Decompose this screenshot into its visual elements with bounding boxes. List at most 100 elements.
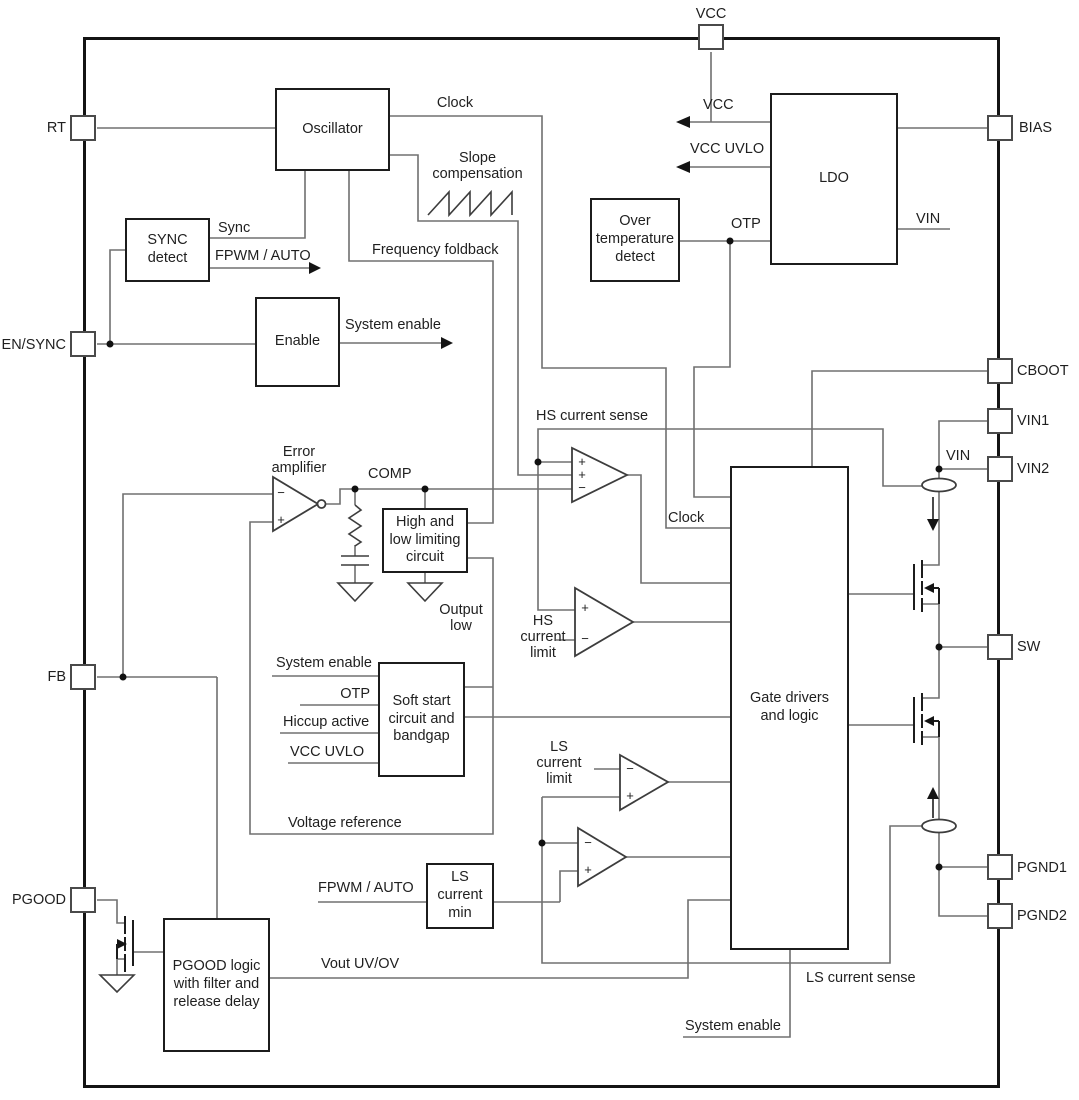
wire-label-sync: Sync [218,220,251,236]
ls-current-limit-comparator-icon [619,753,670,812]
wire-label-hs-current-limit: HS current limit [520,613,566,662]
wire-label-slope-compensation: Slope compensation [432,150,523,183]
pin-vin1 [987,408,1013,434]
pin-label-pgnd1: PGND1 [1017,860,1067,876]
pwm-comp-plus1-sign: + [578,454,586,469]
block-gate-drivers: Gate drivers and logic [730,466,849,950]
wire-label-voltage-reference: Voltage reference [288,815,402,831]
pin-vin2 [987,456,1013,482]
ls-current-sense-ellipse-icon [921,818,957,834]
wire-label-system-enable-mid: System enable [276,655,372,671]
wire-label-otp-mid: OTP [340,686,370,702]
block-enable: Enable [255,297,340,387]
vcc-arrow-icon [676,116,690,128]
hs-current-limit-comparator-icon [574,586,635,658]
pin-pgnd2 [987,903,1013,929]
wire-label-hiccup-active: Hiccup active [283,714,370,730]
zero-cross-comparator-icon [577,826,628,888]
junction-dots [106,237,943,871]
wire-label-frequency-foldback: Frequency foldback [372,242,499,258]
pin-fb [70,664,96,690]
pgood-mosfet-icon [116,916,134,972]
error-amplifier-output-node [316,499,327,509]
chip-boundary [83,37,1000,1088]
pin-cboot [987,358,1013,384]
pin-label-en-sync: EN/SYNC [1,337,66,353]
hs-mosfet-icon [913,560,940,612]
block-high-low-limiting: High and low limiting circuit [382,508,468,573]
block-ls-current-min: LS current min [426,863,494,929]
wire-label-vcc-uvlo: VCC UVLO [690,141,765,157]
current-direction-arrows [927,497,939,818]
resistor-icon [347,504,363,547]
wire-label-error-amplifier: Error amplifier [271,444,327,477]
zero-cross-minus-sign: − [584,835,592,850]
wire-label-ls-current-sense: LS current sense [806,970,916,986]
block-ldo: LDO [770,93,898,265]
wire-label-comp: COMP [368,466,412,482]
fpwm-auto-arrow-icon [309,262,321,274]
pin-label-cboot: CBOOT [1017,363,1069,379]
sawtooth-waveform-icon [427,189,513,218]
wire-label-vin-sw: VIN [946,448,971,464]
pin-label-bias: BIAS [1019,120,1053,136]
wire-label-hs-current-sense: HS current sense [536,408,649,424]
pin-pgnd1 [987,854,1013,880]
ground-icon [336,582,374,603]
wire-label-vin-ldo: VIN [916,211,941,227]
pin-en-sync [70,331,96,357]
block-sync-detect: SYNC detect [125,218,210,282]
block-oscillator: Oscillator [275,88,390,171]
current-down-arrow-icon [927,497,939,531]
error-amp-plus-sign: + [277,512,285,527]
pin-label-vin1: VIN1 [1017,413,1050,429]
capacitor-icon [341,555,369,566]
wire-label-ls-current-limit: LS current limit [536,739,582,788]
error-amp-minus-sign: − [277,485,285,500]
wire-label-otp-top: OTP [731,216,761,232]
ls-limit-minus-sign: − [626,761,634,776]
pwm-comparator-icon [571,446,630,504]
pin-sw [987,634,1013,660]
error-amplifier-icon [272,475,320,533]
pin-pgood [70,887,96,913]
hs-current-sense-ellipse-icon [921,477,957,493]
ground-icon [98,974,136,994]
wire-label-vcc-uvlo-ss: VCC UVLO [290,744,365,760]
ls-limit-plus-sign: + [626,788,634,803]
hs-limit-minus-sign: − [581,631,589,646]
pin-label-fb: FB [47,669,66,685]
arrowheads [309,116,690,349]
pin-label-vcc: VCC [695,6,727,22]
wire-label-output-low: Output low [439,602,483,635]
pin-rt [70,115,96,141]
wire-label-system-enable-top: System enable [345,317,441,333]
current-sense-elements [921,477,957,834]
block-pgood-logic: PGOOD logic with filter and release dela… [163,918,270,1052]
comparators [272,446,670,888]
pin-label-vin2: VIN2 [1017,461,1050,477]
block-soft-start: Soft start circuit and bandgap [378,662,465,777]
pin-label-sw: SW [1017,639,1041,655]
vcc-uvlo-arrow-icon [676,161,690,173]
ground-icon [406,582,444,603]
pwm-comp-plus2-sign: + [578,467,586,482]
pin-label-pgood: PGOOD [12,892,66,908]
passives [98,189,513,994]
ls-mosfet-icon [913,693,940,745]
zero-cross-plus-sign: + [584,862,592,877]
wire-label-vout-uvov: Vout UV/OV [321,956,400,972]
pin-bias [987,115,1013,141]
wire-label-fpwm-auto-top: FPWM / AUTO [215,248,311,264]
wire-label-clock-gate: Clock [668,510,705,526]
block-over-temperature-detect: Over temperature detect [590,198,680,282]
wire-label-fpwm-auto-bottom: FPWM / AUTO [318,880,414,896]
wires [97,52,987,1038]
wire-label-vcc-arrow: VCC [703,97,734,113]
pin-label-pgnd2: PGND2 [1017,908,1067,924]
mosfets [116,560,940,972]
pwm-comp-minus-sign: − [578,480,586,495]
wire-label-clock-top: Clock [436,95,474,111]
